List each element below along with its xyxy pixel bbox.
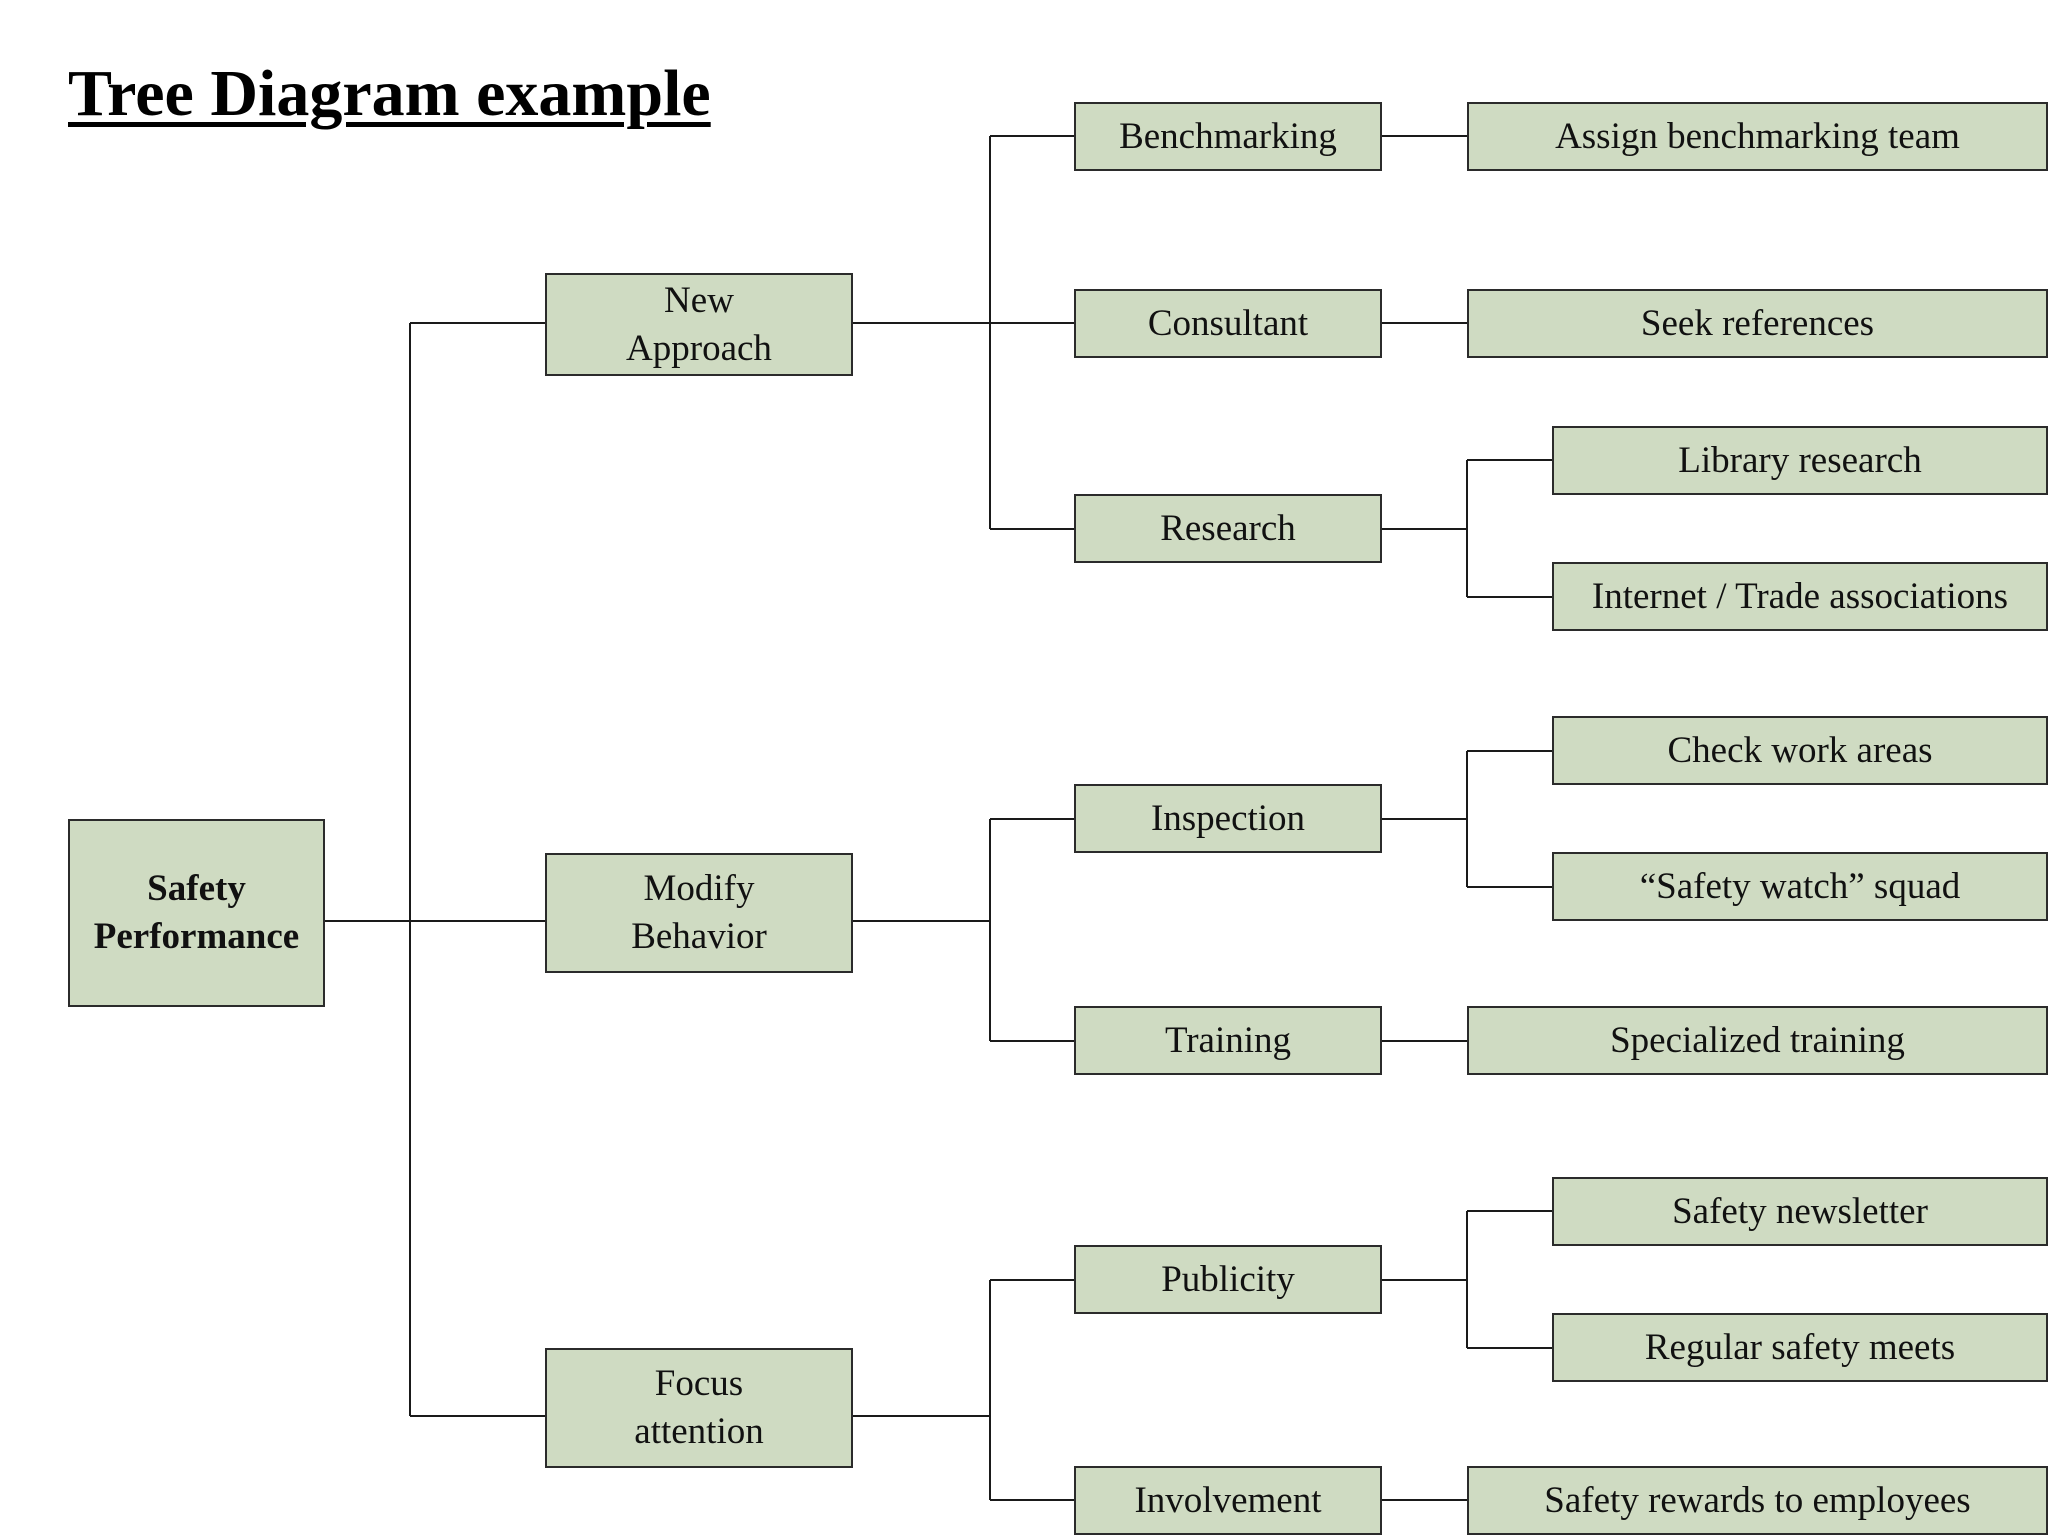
diagram-title: Tree Diagram example: [68, 57, 711, 130]
node-inspection: Inspection: [1074, 784, 1382, 853]
connector-focus-attention-to-level2: [853, 1279, 1074, 1501]
node-new-approach: New Approach: [545, 273, 853, 376]
connector-research-to-leaves: [1382, 459, 1552, 598]
node-training: Training: [1074, 1006, 1382, 1075]
connector-modify-behavior-to-level2: [853, 818, 1074, 1042]
node-focus-attention: Focus attention: [545, 1348, 853, 1468]
node-benchmarking: Benchmarking: [1074, 102, 1382, 171]
node-modify-behavior: Modify Behavior: [545, 853, 853, 973]
connector-root-to-level1: [325, 322, 545, 1417]
connector-new-approach-to-level2: [853, 135, 1074, 530]
node-check-work-areas: Check work areas: [1552, 716, 2048, 785]
node-seek-references: Seek references: [1467, 289, 2048, 358]
node-regular-safety-meets: Regular safety meets: [1552, 1313, 2048, 1382]
node-involvement: Involvement: [1074, 1466, 1382, 1535]
node-safety-newsletter: Safety newsletter: [1552, 1177, 2048, 1246]
node-internet-trade-associations: Internet / Trade associations: [1552, 562, 2048, 631]
node-consultant: Consultant: [1074, 289, 1382, 358]
node-root: Safety Performance: [68, 819, 325, 1007]
connector-inspection-to-leaves: [1382, 750, 1552, 888]
node-assign-benchmarking-team: Assign benchmarking team: [1467, 102, 2048, 171]
node-library-research: Library research: [1552, 426, 2048, 495]
node-safety-watch-squad: “Safety watch” squad: [1552, 852, 2048, 921]
node-research: Research: [1074, 494, 1382, 563]
connector-publicity-to-leaves: [1382, 1210, 1552, 1349]
node-publicity: Publicity: [1074, 1245, 1382, 1314]
node-specialized-training: Specialized training: [1467, 1006, 2048, 1075]
node-safety-rewards-to-employees: Safety rewards to employees: [1467, 1466, 2048, 1535]
